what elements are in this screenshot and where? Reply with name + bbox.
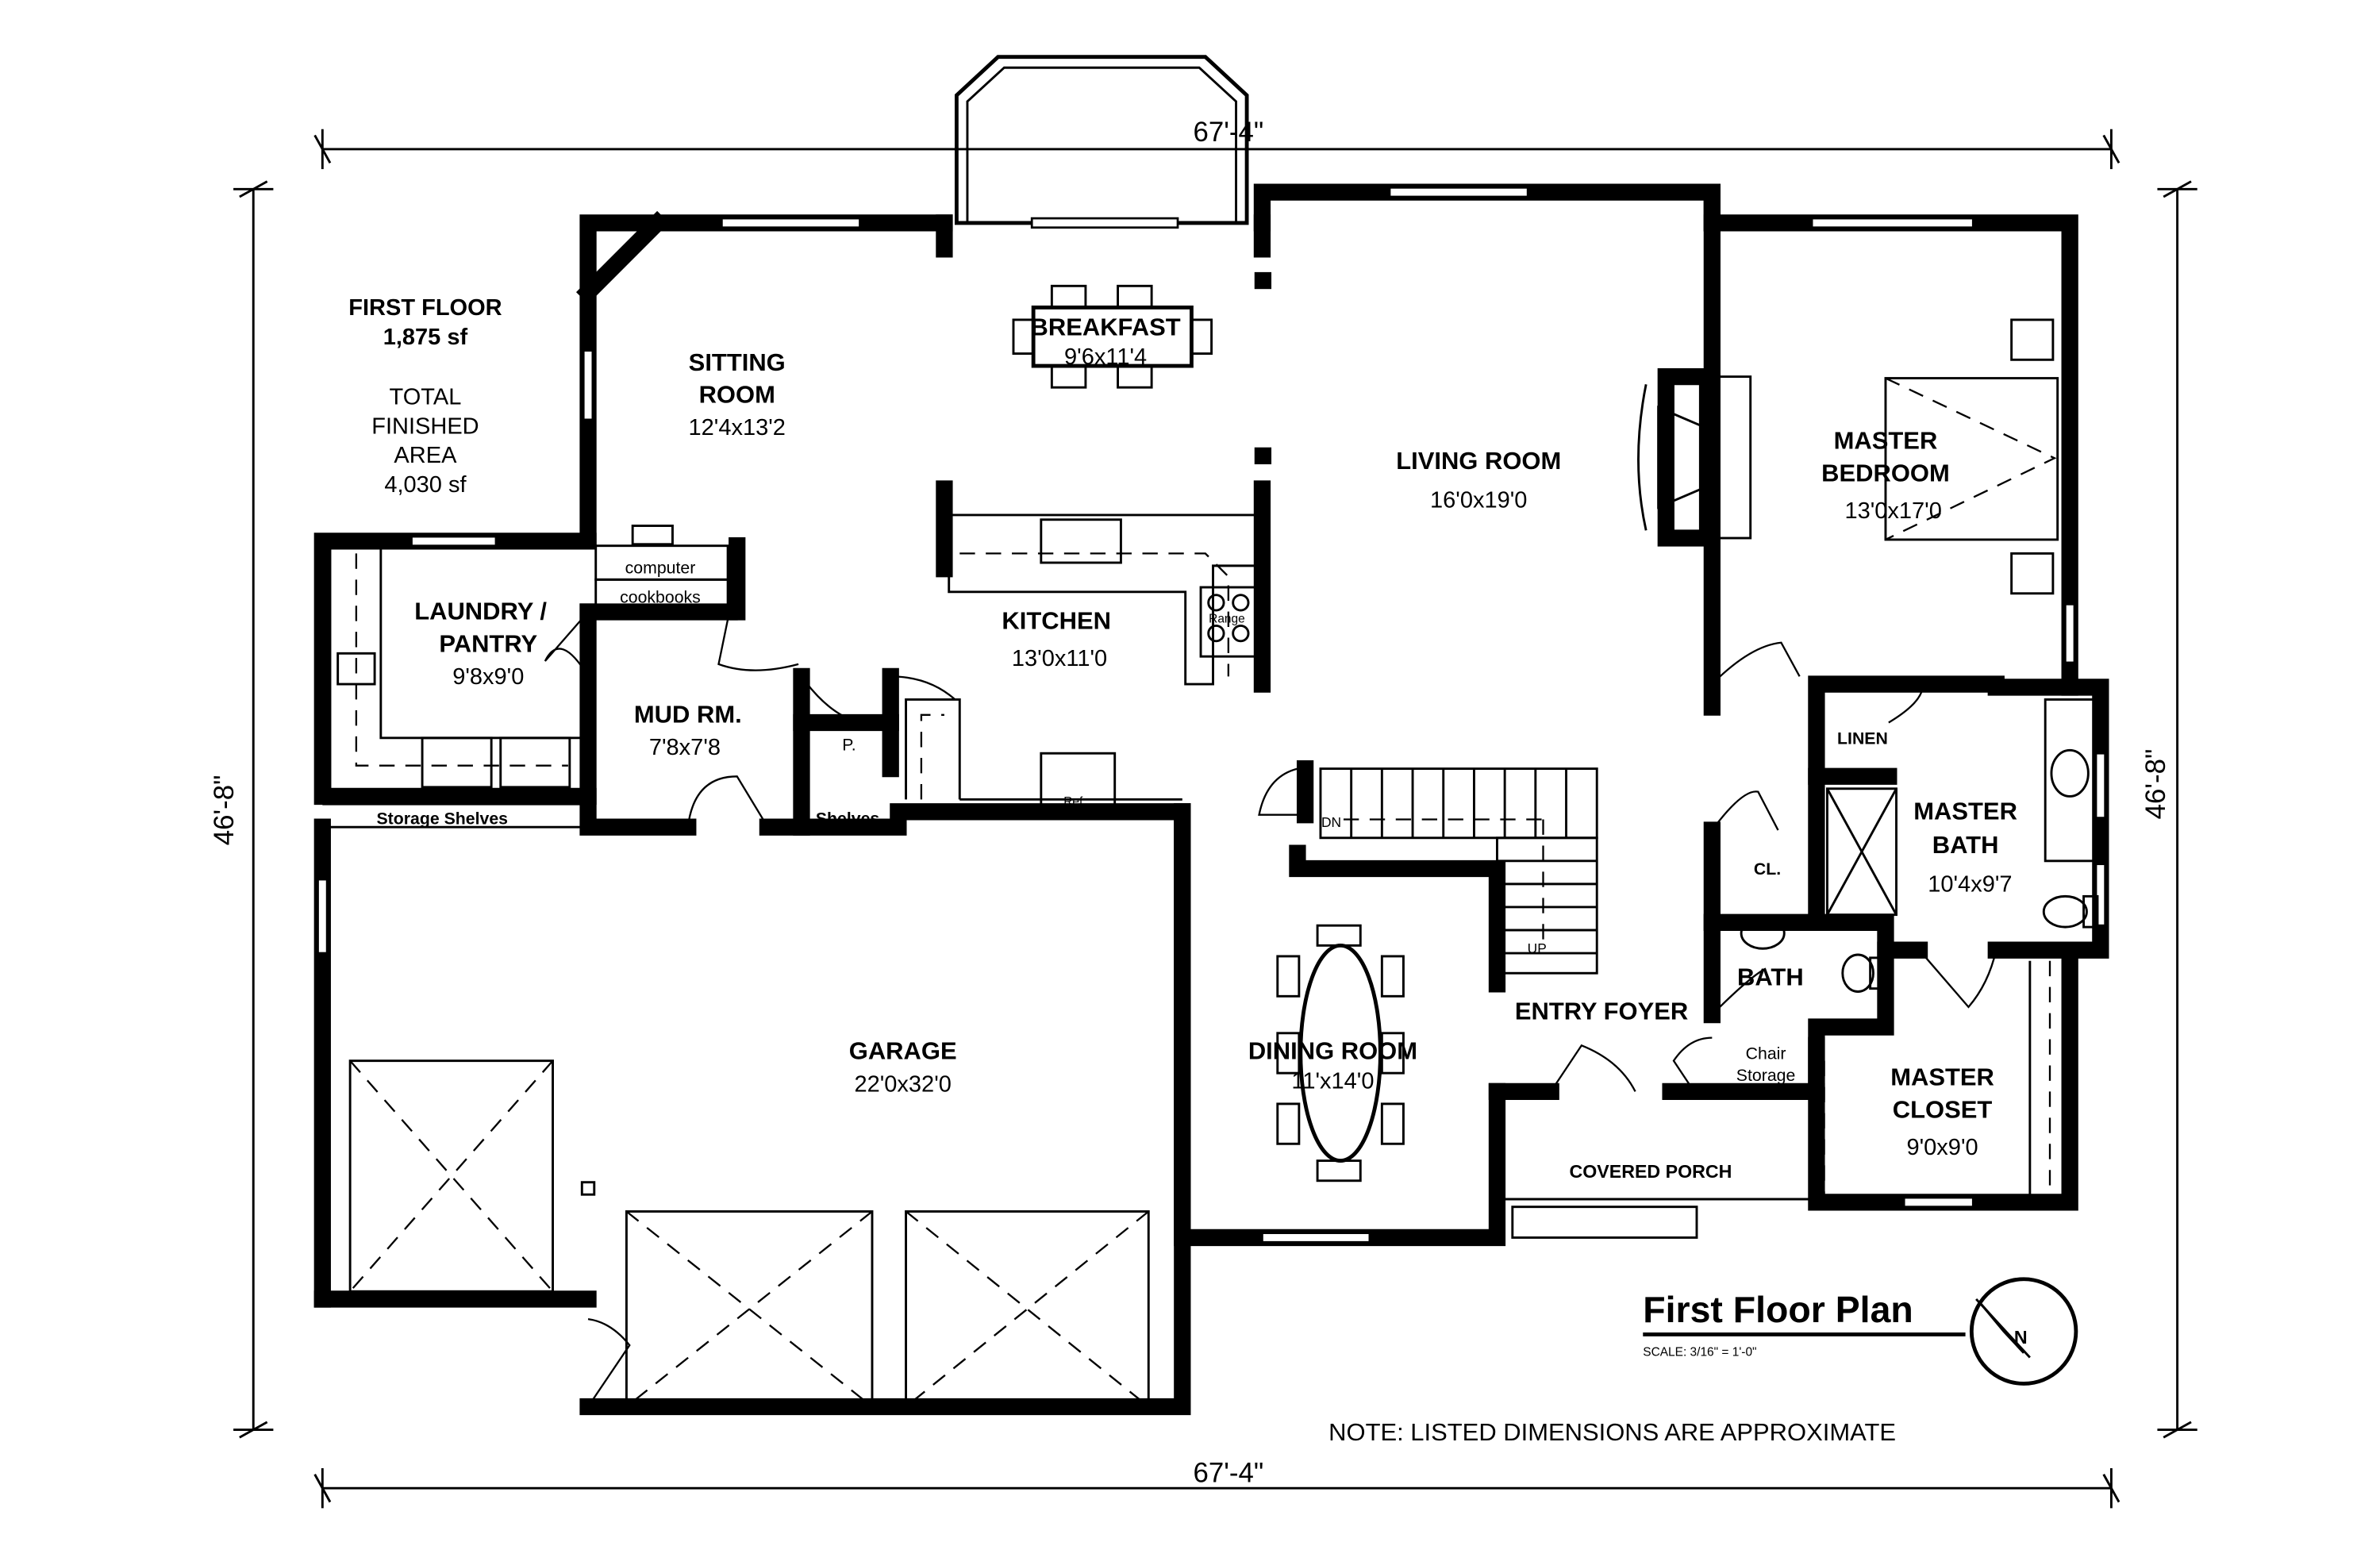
sitting-room-dim: 12'4x13'2 [689, 415, 786, 440]
bath-label: BATH [1737, 963, 1804, 991]
covered-porch-area [1497, 1198, 1817, 1239]
dimension-right: 46'-8" [2140, 749, 2171, 820]
dimension-left: 46'-8" [209, 775, 240, 846]
master-bed [1884, 318, 2059, 595]
computer-label: computer [625, 559, 696, 578]
dimension-top: 67'-4" [1194, 117, 1264, 148]
master-bedroom-dim: 13'0x17'0 [1844, 498, 1941, 524]
master-closet-label: MASTER [1890, 1063, 1994, 1091]
staircase [1319, 767, 1598, 975]
shelves-label: Shelves [816, 809, 879, 828]
master-bath-label-2: BATH [1932, 831, 1999, 859]
closet-label: CL. [1754, 859, 1781, 879]
entry-foyer-label: ENTRY FOYER [1515, 997, 1688, 1025]
master-bedroom-label-2: BEDROOM [1821, 459, 1950, 486]
sitting-room-label: SITTING [689, 348, 786, 376]
storage-shelves-label: Storage Shelves [376, 809, 508, 828]
dining-room-label: DINING ROOM [1248, 1037, 1417, 1065]
master-closet-dim: 9'0x9'0 [1907, 1135, 1978, 1160]
chair-storage-label-2: Storage [1736, 1066, 1796, 1085]
bath-fixtures [1740, 698, 2099, 993]
total-line-1: TOTAL [390, 384, 462, 410]
covered-porch-label: COVERED PORCH [1569, 1161, 1732, 1182]
laundry-label: LAUNDRY / [414, 598, 547, 625]
dimension-bottom: 67'-4" [1194, 1457, 1264, 1488]
linen-label: LINEN [1837, 729, 1888, 748]
floor-area: 1,875 sf [383, 325, 468, 350]
kitchen-cabinets [905, 513, 1258, 810]
range-label: Range [1209, 613, 1245, 626]
laundry-dim: 9'8x9'0 [452, 664, 524, 690]
dimensions-note: NOTE: LISTED DIMENSIONS ARE APPROXIMATE [1328, 1418, 1896, 1446]
living-room-label: LIVING ROOM [1396, 447, 1561, 475]
chair-storage-label: Chair [1746, 1044, 1786, 1063]
plan-title: First Floor Plan [1643, 1289, 1913, 1330]
garage-doors [348, 1059, 1150, 1408]
laundry-counters [322, 545, 589, 829]
pantry-label: P. [842, 735, 855, 754]
mud-room-dim: 7'8x7'8 [649, 735, 721, 760]
door-swings [544, 611, 1997, 1408]
fireplace [1637, 375, 1752, 540]
windows [317, 186, 2107, 1244]
plan-scale: SCALE: 3/16" = 1'-0" [1643, 1346, 1756, 1359]
master-bath-dim: 10'4x9'7 [1928, 872, 2012, 898]
refrigerator-label: Ref. [1063, 795, 1086, 809]
kitchen-label: KITCHEN [1002, 606, 1111, 634]
master-bath-label: MASTER [1913, 798, 2017, 825]
mud-room-label: MUD RM. [634, 700, 742, 728]
breakfast-dim: 9'6x11'4 [1064, 344, 1147, 370]
computer-desk [594, 525, 729, 612]
garage-dim: 22'0x32'0 [854, 1071, 951, 1097]
master-closet-label-2: CLOSET [1893, 1095, 1993, 1123]
dining-room-dim: 11'x14'0 [1291, 1069, 1374, 1094]
north-arrow [1969, 1277, 2078, 1386]
kitchen-dim: 13'0x11'0 [1012, 646, 1107, 671]
breakfast-label: BREAKFAST [1031, 313, 1181, 340]
master-bedroom-label: MASTER [1834, 427, 1938, 455]
total-line-2: FINISHED [371, 413, 479, 439]
garage-label: GARAGE [849, 1037, 957, 1065]
floor-label: FIRST FLOOR [348, 295, 502, 321]
stairs-up-label: UP [1528, 940, 1547, 956]
cookbooks-label: cookbooks [620, 587, 701, 606]
living-room-dim: 16'0x19'0 [1430, 487, 1527, 513]
laundry-label-2: PANTRY [439, 629, 537, 657]
dimension-lines [233, 129, 2197, 1509]
breakfast-table [1012, 284, 1213, 389]
dining-table [1276, 924, 1405, 1182]
closet-shelving [1823, 960, 2051, 1197]
bay-window [954, 55, 1249, 225]
sitting-room-label-2: ROOM [699, 381, 775, 409]
total-line-3: AREA [394, 443, 457, 468]
north-label: N [2014, 1327, 2028, 1348]
total-area: 4,030 sf [384, 472, 467, 498]
stairs-down-label: DN [1321, 814, 1341, 830]
